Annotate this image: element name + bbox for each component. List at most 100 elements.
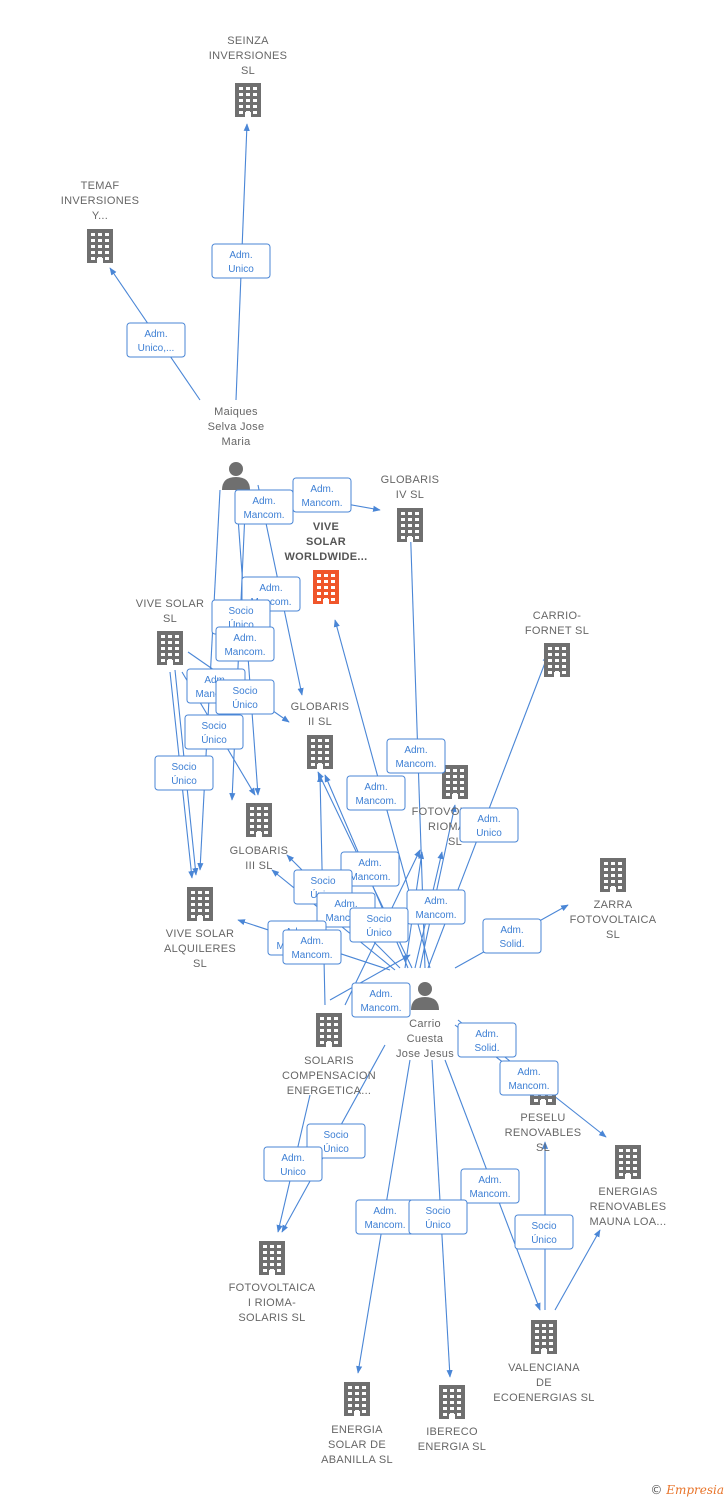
relation-badge[interactable]: Adm.Mancom.: [355, 1199, 415, 1235]
badge-label: Mancom.: [301, 498, 342, 509]
relation-badge[interactable]: Adm.Mancom.: [346, 775, 406, 811]
node-label: SL: [163, 613, 177, 625]
node-label: III SL: [245, 860, 272, 872]
relation-badge[interactable]: Adm.Unico,...: [126, 322, 186, 358]
relation-badge[interactable]: Adm. Mancom.: [386, 738, 446, 774]
badge-label: Único: [531, 1233, 557, 1246]
building-icon: [397, 508, 423, 542]
relation-badge[interactable]: Adm.Mancom.: [292, 477, 352, 513]
relation-badge[interactable]: Adm.Mancom.: [234, 489, 294, 525]
node-vive-ww[interactable]: VIVESOLARWORLDWIDE...: [284, 521, 367, 604]
relation-badge[interactable]: Adm.Solid.: [457, 1022, 517, 1058]
node-label: SL: [536, 1142, 550, 1154]
node-label: SEINZA: [227, 35, 269, 47]
relation-badge[interactable]: Adm.Mancom.: [406, 889, 466, 925]
badge-label: Único: [232, 698, 258, 711]
badge-label: Adm.: [144, 329, 167, 340]
building-icon: [442, 765, 468, 799]
node-label: ENERGIAS: [598, 1186, 657, 1198]
relation-badge[interactable]: Adm.Unico: [263, 1146, 323, 1182]
footer: © Empresia: [650, 1483, 724, 1497]
badge-label: Mancom.: [360, 1003, 401, 1014]
badge-label: Adm.: [517, 1067, 540, 1078]
badge-label: Mancom.: [349, 872, 390, 883]
node-label: ENERGETICA...: [287, 1085, 372, 1097]
edge-line: [554, 1229, 601, 1311]
building-icon: [316, 1013, 342, 1047]
edge-line: [329, 954, 411, 1001]
badge-label: Mancom.: [395, 759, 436, 770]
badge-label: Adm.: [475, 1029, 498, 1040]
node-label: ECOENERGIAS SL: [493, 1392, 594, 1404]
badge-label: Socio: [425, 1206, 450, 1217]
badge-label: Socio: [171, 762, 196, 773]
node-label: VIVE: [313, 521, 339, 533]
node-label: ALQUILERES: [164, 943, 236, 955]
building-icon: [187, 887, 213, 921]
building-icon: [157, 631, 183, 665]
relation-badge[interactable]: Adm.Mancom.: [215, 626, 275, 662]
node-temaf[interactable]: TEMAFINVERSIONESY...: [61, 180, 140, 263]
relation-badge[interactable]: Adm.Mancom.: [340, 851, 400, 887]
badge-label: Adm.: [373, 1206, 396, 1217]
person-icon: [222, 462, 250, 490]
edges-layer: [109, 123, 607, 1378]
node-solaris[interactable]: SOLARISCOMPENSACIONENERGETICA...: [282, 1013, 376, 1097]
node-label: IV SL: [396, 489, 424, 501]
badge-label: Mancom.: [469, 1189, 510, 1200]
relation-badge[interactable]: Adm.Mancom.: [282, 929, 342, 965]
node-label: SL: [448, 836, 462, 848]
badge-label: Único: [201, 733, 227, 746]
badge-label: Único: [171, 774, 197, 787]
node-label: SL: [606, 929, 620, 941]
relation-badge[interactable]: Adm.Unico: [211, 243, 271, 279]
badge-label: Socio: [201, 721, 226, 732]
node-carrio-fornet[interactable]: CARRIO-FORNET SL: [525, 610, 589, 677]
building-icon: [235, 83, 261, 117]
building-icon: [439, 1385, 465, 1419]
relation-badge[interactable]: Adm.Mancom.: [460, 1168, 520, 1204]
badge-label: Unico: [476, 828, 502, 839]
badge-label: Mancom.: [415, 910, 456, 921]
badge-label: Unico: [228, 264, 254, 275]
badge-label: Adm.: [404, 745, 427, 756]
node-label: FORNET SL: [525, 625, 589, 637]
brand-logo[interactable]: Empresia: [666, 1483, 724, 1497]
relation-badge[interactable]: Adm.Mancom.: [499, 1060, 559, 1096]
badge-label: Adm.: [334, 899, 357, 910]
node-label: VIVE SOLAR: [136, 598, 204, 610]
node-label: ENERGIA: [331, 1424, 383, 1436]
badge-label: Mancom.: [355, 796, 396, 807]
building-icon: [615, 1145, 641, 1179]
person-icon: [411, 982, 439, 1010]
relation-badge[interactable]: Adm.Mancom.: [351, 982, 411, 1018]
node-label: SL: [193, 958, 207, 970]
node-label: FOTOVOLTAICA: [229, 1282, 316, 1294]
node-label: PESELU: [520, 1112, 565, 1124]
building-icon: [600, 858, 626, 892]
node-vive-solar[interactable]: VIVE SOLAR SL: [136, 598, 204, 665]
node-label: FOTOVOLTAICA: [570, 914, 657, 926]
relation-badge[interactable]: Adm.Solid.: [482, 918, 542, 954]
relation-badge[interactable]: Adm.Unico: [459, 807, 519, 843]
